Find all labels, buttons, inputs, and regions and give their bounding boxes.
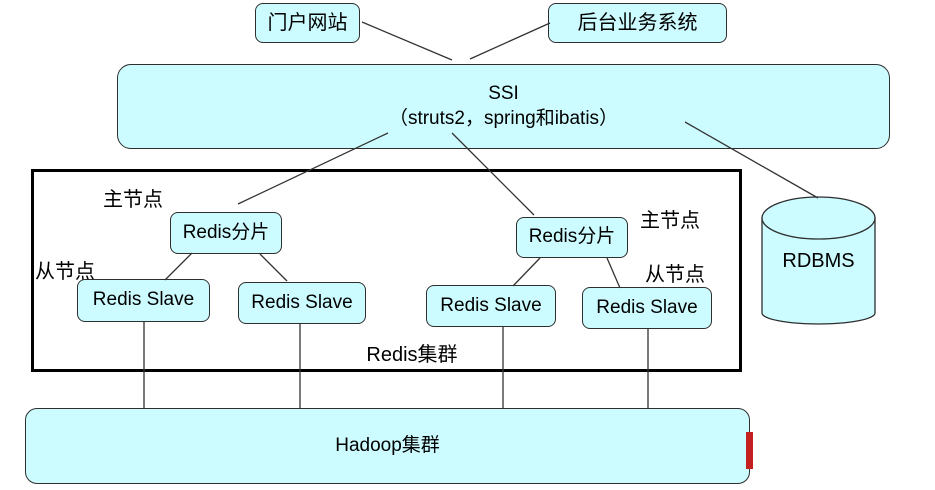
node-redis-shard-1: Redis分片: [170, 212, 282, 254]
node-redis-shard-2: Redis分片: [516, 217, 628, 258]
backend-business-system-label: 后台业务系统: [577, 12, 698, 34]
redis-shard-1-label: Redis分片: [182, 221, 270, 243]
redis-slave-2-label: Redis Slave: [251, 291, 353, 313]
node-redis-slave-2: Redis Slave: [238, 282, 366, 324]
red-edge-marker: [746, 432, 753, 469]
node-hadoop-cluster: Hadoop集群: [25, 408, 750, 484]
edge-portal-ssi: [361, 21, 453, 61]
ssi-subtitle: （struts2，spring和ibatis）: [388, 107, 619, 129]
annotation-master-node-right: 主节点: [640, 210, 700, 232]
annotation-slave-node-right: 从节点: [645, 264, 705, 286]
node-redis-slave-4: Redis Slave: [582, 287, 712, 329]
portal-website-label: 门户网站: [267, 12, 348, 34]
redis-slave-4-label: Redis Slave: [596, 296, 698, 318]
redis-shard-2-label: Redis分片: [528, 226, 616, 248]
edge-backend-ssi: [469, 22, 551, 60]
node-backend-business-system: 后台业务系统: [548, 3, 727, 43]
node-redis-slave-1: Redis Slave: [77, 279, 210, 322]
annotation-master-node-left: 主节点: [103, 189, 163, 211]
rdbms-cylinder-top: [761, 196, 876, 240]
node-redis-slave-3: Redis Slave: [426, 285, 556, 327]
rdbms-label: RDBMS: [782, 250, 855, 272]
node-portal-website: 门户网站: [255, 3, 360, 43]
redis-cluster-label: Redis集群: [366, 344, 458, 366]
redis-slave-3-label: Redis Slave: [440, 294, 542, 316]
redis-slave-1-label: Redis Slave: [92, 289, 195, 311]
node-ssi-framework: SSI （struts2，spring和ibatis）: [117, 64, 890, 149]
annotation-slave-node-left: 从节点: [35, 261, 95, 283]
ssi-title: SSI: [488, 82, 519, 104]
hadoop-cluster-label: Hadoop集群: [335, 434, 440, 456]
